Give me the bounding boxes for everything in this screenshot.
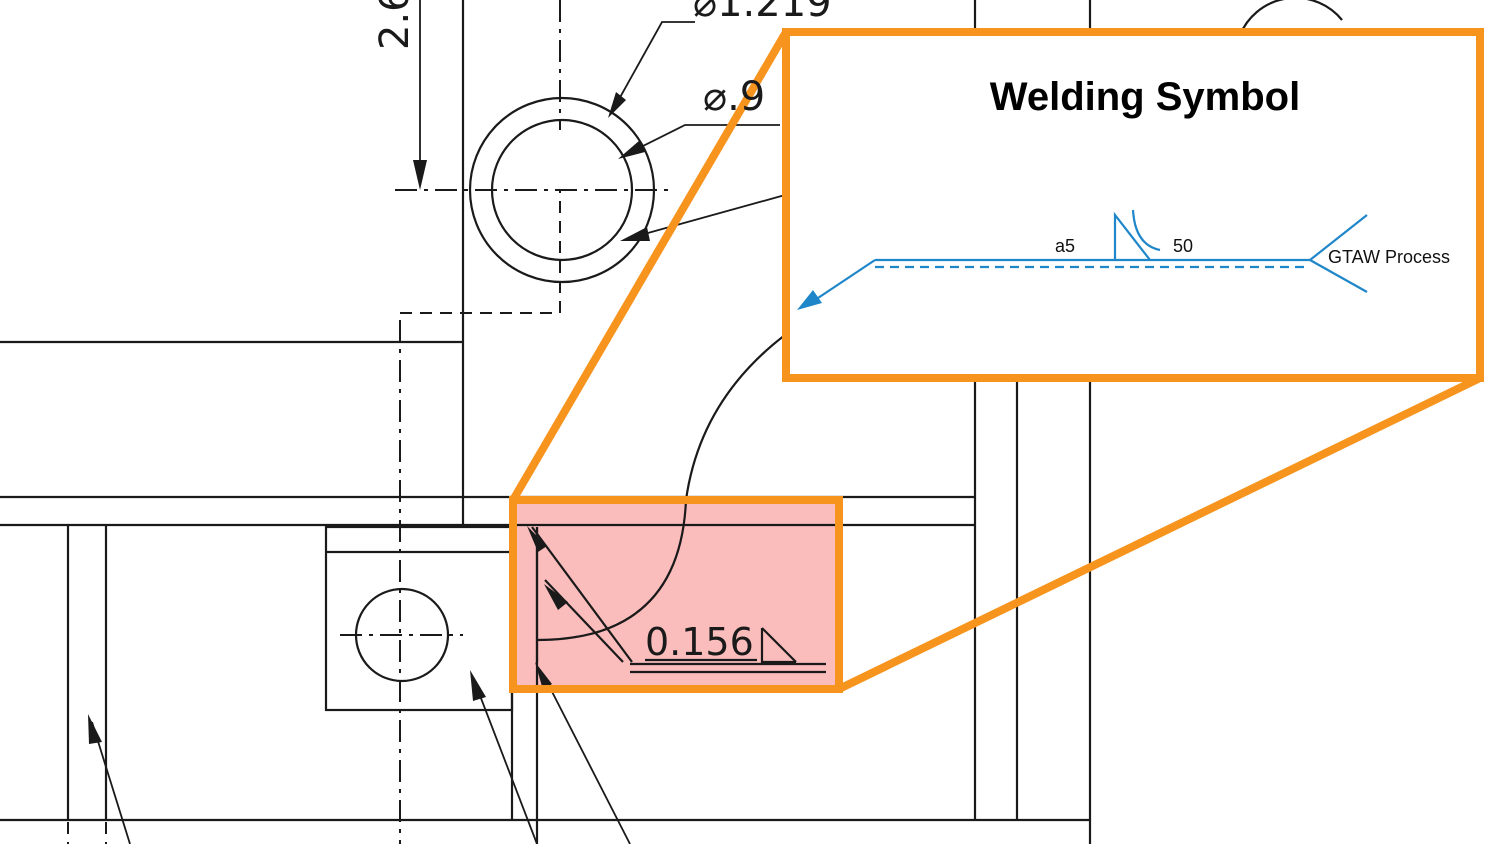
weld-arrowhead: [544, 584, 568, 610]
weld-tail-note: GTAW Process: [1328, 247, 1450, 267]
weld-size-label: 0.156: [645, 620, 754, 664]
callout-weld-symbol: [797, 209, 1368, 310]
weld-arrow-side-size: a5: [1055, 236, 1075, 256]
leader-arrowhead: [618, 140, 645, 159]
drawing-geometry: [0, 0, 1343, 844]
callout-title: Welding Symbol: [990, 75, 1300, 119]
dim-outer-diameter-label: ⌀1.219: [693, 0, 832, 26]
zoom-connector-top: [509, 29, 790, 503]
weld-arrowhead: [535, 662, 552, 690]
weld-other-side-length: 50: [1173, 236, 1193, 256]
leader-arrowhead: [88, 714, 102, 744]
dim-vertical-label: 2.6: [372, 0, 418, 50]
callout-arrowhead: [797, 290, 822, 310]
weld-callout: [527, 526, 826, 690]
highlight-region-fill: [513, 500, 839, 689]
leader-arrowhead: [608, 92, 626, 118]
zoom-connector-bottom: [837, 374, 1482, 693]
dim-arrowhead: [413, 160, 427, 190]
callout-panel: [782, 28, 1484, 382]
leader-arrowhead: [620, 227, 650, 241]
highlight-region-border: [509, 496, 843, 693]
dim-inner-diameter-label: ⌀.9: [703, 74, 765, 120]
leader-arrowhead: [470, 670, 486, 701]
